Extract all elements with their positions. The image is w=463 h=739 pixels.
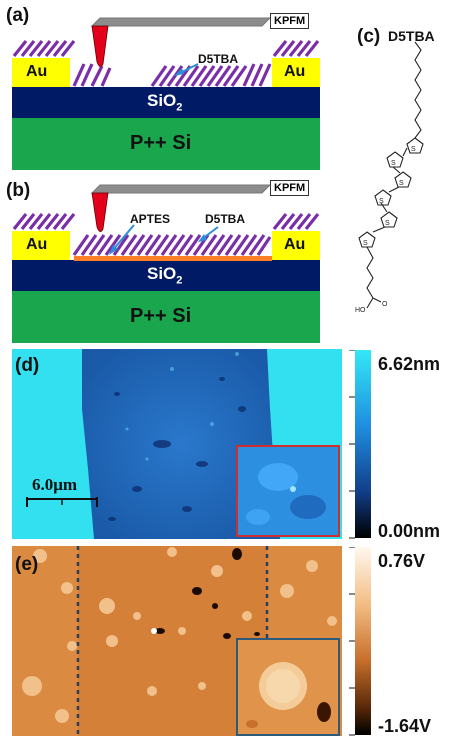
panel-label-c: (c) [357,26,381,47]
colorbar-height-min: 0.00nm [378,521,441,541]
inset-d-svg [238,447,338,535]
thiophene-rings [358,137,424,248]
afm-height-svg [82,349,280,539]
oxide-subscript-a: 2 [176,101,183,114]
colorbar-potential-max: 0.76V [378,551,426,571]
channel-region [82,349,280,539]
substrate-layer [12,291,320,343]
scale-bar-line [26,497,98,507]
oxide-layer [12,87,320,118]
oxide-text-b: SiO [147,264,177,283]
oxide-label-a: SiO2 [147,91,182,113]
molecule-chains [12,40,320,87]
molecule-structure: S S S S S S HO O [355,41,424,314]
bright-spot [151,628,157,634]
substrate-label-a: P++ Si [130,132,192,154]
molecule-label-a: D5TBA [198,52,239,66]
electrode-label-right-b: Au [284,236,306,253]
molecule-chains [12,213,320,256]
dark-defects [155,548,260,639]
scale-bar-label: 6.0μm [32,475,78,494]
electrode-label-left-b: Au [26,236,48,253]
panel-label-e: (e) [15,554,39,575]
aptes-layer [74,256,272,261]
sulfur-atoms: S S S S S S [363,146,416,247]
cantilever [90,17,272,27]
svg-text:S: S [391,160,396,167]
oxide-subscript-b: 2 [176,274,183,287]
hydroxyl-label: HO [355,307,366,314]
arrow-aptes [111,224,135,252]
substrate-layer [12,118,320,170]
colorbar-height [349,350,371,539]
svg-text:S: S [379,198,384,205]
afm-tip [91,192,109,232]
svg-text:S: S [385,220,390,227]
schematic-a [12,17,320,170]
topography-spots [108,377,246,521]
svg-text:S: S [363,240,368,247]
colorbar-potential [349,547,371,736]
panel-label-d: (d) [15,355,40,376]
schematic-b [12,184,320,343]
svg-text:S: S [411,146,416,153]
molecule-title: D5TBA [388,28,435,44]
acid-chain [366,246,382,309]
panel-label-a: (a) [6,5,30,26]
kpfm-potential-image [12,546,342,736]
panel-label-b: (b) [6,180,31,201]
afm-height-image: 6.0μm [12,349,342,539]
electrode-label-left-a: Au [26,63,48,80]
electrode-label-right-a: Au [284,63,306,80]
svg-text:S: S [399,180,404,187]
electrode-left [12,231,70,260]
oxygen-label: O [382,301,388,308]
colorbar-potential-ticks [349,547,355,736]
electrode-left [12,58,70,87]
kpfm-box-a: KPFM [270,13,310,29]
colorbar-height-max: 6.62nm [378,354,441,374]
electrode-right [272,58,320,87]
afm-height-inset [236,445,340,537]
alkyl-chain [414,41,422,139]
colorbar-potential-min: -1.64V [378,716,432,736]
scale-bar: 6.0μm [26,475,98,513]
inset-e-svg [238,640,338,734]
molecule-label-b: D5TBA [205,212,246,226]
oxide-label-b: SiO2 [147,264,182,286]
afm-tip [91,25,109,67]
kpfm-box-b: KPFM [270,180,310,196]
colorbar-height-ticks [349,350,355,539]
oxide-layer [12,260,320,291]
kpfm-inset [236,638,340,736]
oxide-text-a: SiO [147,91,177,110]
electrode-right [272,231,320,260]
cantilever [90,184,272,194]
aptes-label: APTES [130,212,171,226]
substrate-label-b: P++ Si [130,305,192,327]
